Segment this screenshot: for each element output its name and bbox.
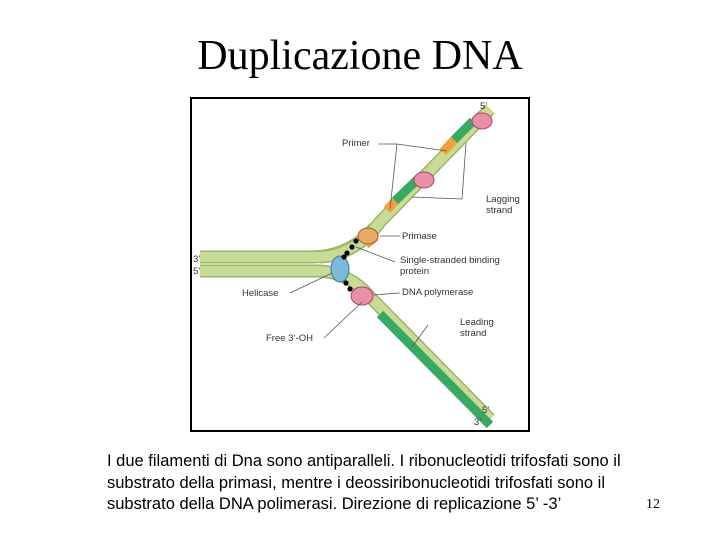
label-helicase: Helicase <box>242 288 278 299</box>
label-lagging-strand-1: Lagging <box>486 194 520 205</box>
ssb-dot <box>349 244 355 250</box>
slide-title: Duplicazione DNA <box>197 33 523 79</box>
slide-caption: I due filamenti di Dna sono antiparallel… <box>107 452 621 513</box>
primer-leader <box>396 143 448 152</box>
label-5prime-left: 5’ <box>193 266 200 277</box>
lagging-leader <box>411 196 463 200</box>
label-5prime-top: 5’ <box>480 101 487 112</box>
primer-leader <box>389 143 398 210</box>
label-primer: Primer <box>342 138 370 149</box>
dna-polymerase-2 <box>413 171 435 189</box>
label-3prime-left: 3’ <box>193 254 200 265</box>
helicase-leader <box>289 272 333 294</box>
dna-polymerase-1 <box>471 112 493 130</box>
leading-leader <box>411 324 429 348</box>
dna-polymerase-leading <box>350 286 374 306</box>
label-5prime-bottom: 5’ <box>482 405 489 416</box>
label-leading-strand-1: Leading <box>460 317 494 328</box>
slide-number: 12 <box>646 497 660 512</box>
ssb-leader <box>355 246 396 263</box>
ssb-dot <box>347 286 353 292</box>
ssb-dot <box>344 250 350 256</box>
primase-enzyme <box>357 227 379 245</box>
ssb-dot <box>341 254 347 260</box>
okazaki-fragment-1 <box>450 117 477 144</box>
ssb-dot <box>343 280 349 286</box>
primer-segment-1 <box>439 136 458 156</box>
label-leading-strand-2: strand <box>460 328 486 339</box>
polymerase-leader <box>373 292 401 296</box>
label-primase: Primase <box>402 231 437 242</box>
leading-new-strand <box>376 310 494 429</box>
lagging-leader <box>461 142 467 200</box>
dna-replication-fork-diagram: 5’ 3’ 5’ 5’ 3’ Primer Lagging strand Pri… <box>190 97 530 432</box>
label-ssb-2: protein <box>400 266 429 277</box>
free-oh-leader <box>323 301 363 339</box>
primer-segment-2 <box>383 198 399 213</box>
ssb-dot <box>353 238 359 244</box>
helicase-enzyme <box>330 255 350 283</box>
label-ssb-1: Single-stranded binding <box>400 255 500 266</box>
label-free-3oh: Free 3’-OH <box>266 333 313 344</box>
label-3prime-bottom: 3’ <box>474 417 481 428</box>
label-dna-polymerase: DNA polymerase <box>402 287 473 298</box>
label-lagging-strand-2: strand <box>486 205 512 216</box>
